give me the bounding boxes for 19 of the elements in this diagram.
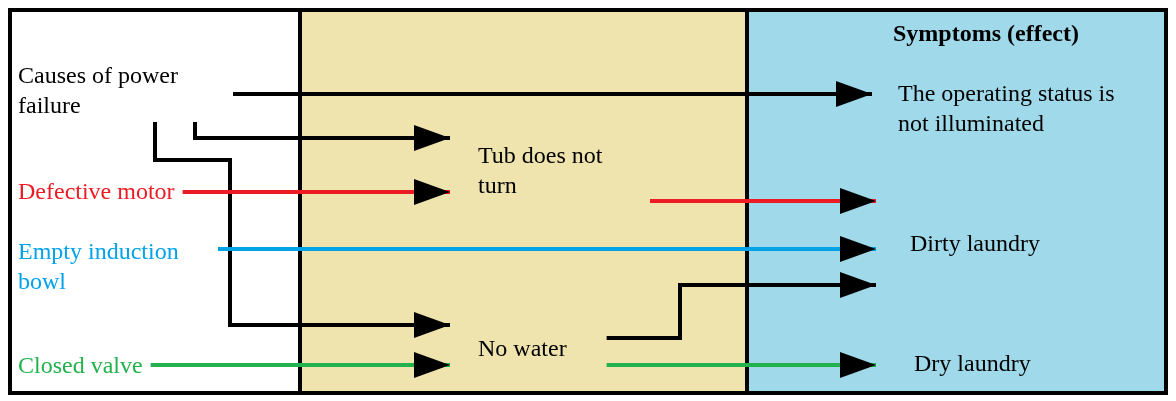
arrow (233, 81, 872, 107)
cause-text: Causes of power failure (18, 60, 233, 122)
symptom-text: The operating status is not illuminated (872, 78, 1147, 148)
fault-text: No water (450, 325, 607, 370)
arrow (606, 352, 876, 378)
arrow (650, 188, 876, 214)
panel-heading: Symptoms (effect) (893, 20, 1079, 47)
symptom-text: Dry laundry (876, 340, 1039, 385)
arrow (218, 236, 876, 262)
cause-text: Empty induction bowl (18, 236, 218, 298)
arrow (606, 272, 876, 340)
fault-text: Tub does not turn (450, 140, 650, 215)
arrow (153, 122, 450, 338)
arrow (150, 352, 450, 378)
symptom-text: Dirty laundry (876, 190, 1048, 295)
cause-text: Defective motor (18, 176, 183, 208)
cause-text: Closed valve (18, 350, 151, 382)
arrow (182, 179, 450, 205)
arrow (193, 122, 450, 151)
